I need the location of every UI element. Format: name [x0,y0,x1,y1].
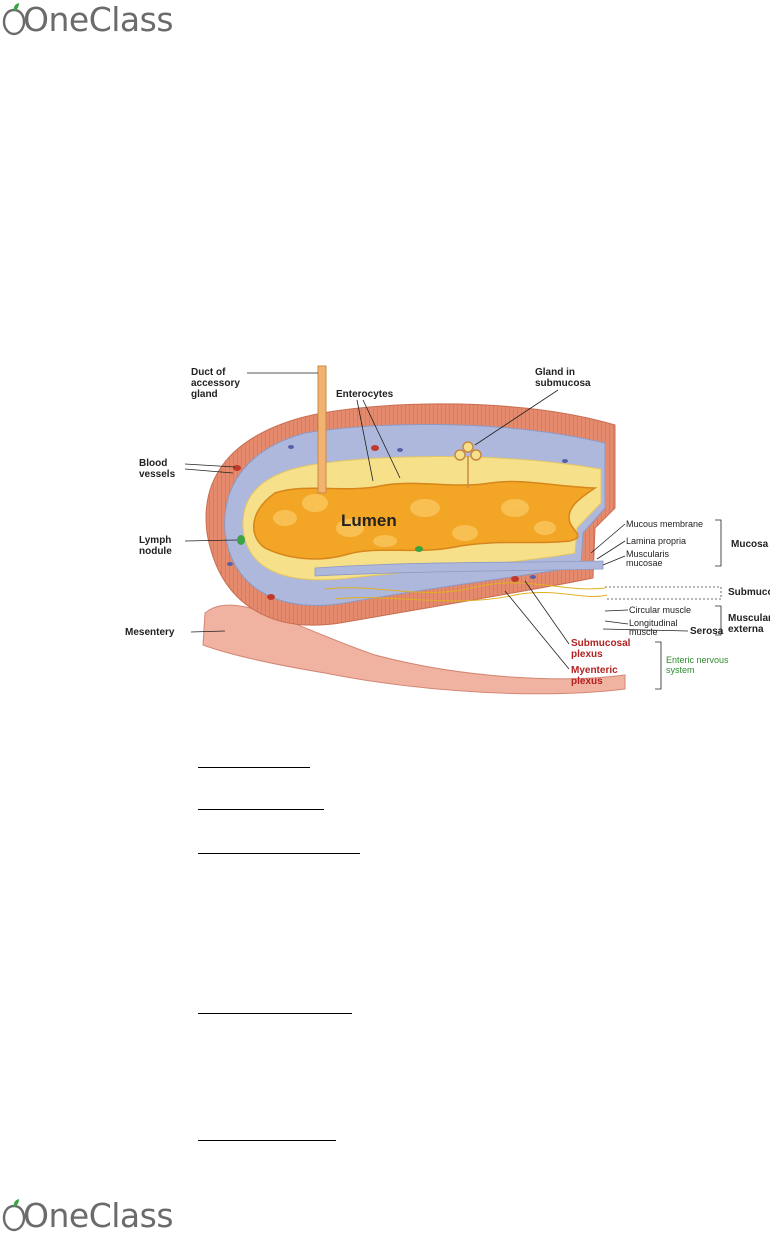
label-mucous-membrane: Mucous membrane [626,519,703,529]
label-lymph-line1: Lymph [139,535,171,546]
label-longitudinal-line1: Longitudinal [629,618,678,628]
label-muscularis-externa-line1: Muscularis [728,613,770,624]
label-blood-line1: Blood [139,458,167,469]
label-myenteric-plexus-line2: plexus [571,676,603,687]
apple-leaf-icon [2,1199,26,1232]
label-duct-line2: accessory [191,378,240,389]
label-enterocytes: Enterocytes [336,389,394,400]
blood-vessel-dots [227,445,568,600]
label-gland-line1: Gland in [535,367,575,378]
label-lamina-propria: Lamina propria [626,536,686,546]
label-circular-muscle: Circular muscle [629,605,691,615]
blank-line-1 [198,766,310,768]
mesentery-shape [202,604,626,695]
enteric-plexus-lines [324,582,608,602]
digestive-tract-diagram: Duct of accessory gland Enterocytes Glan… [125,365,770,695]
label-mucosa: Mucosa [731,539,769,550]
blank-line-6 [198,1139,336,1141]
oneclass-logo: OneClass [2,0,174,39]
leader-lines [184,372,722,690]
label-duct-line1: Duct of [191,367,226,378]
label-enteric-line2: system [666,665,695,675]
brand-name: OneClass [23,0,174,39]
brand-name-footer: OneClass [23,1195,174,1235]
blank-line-3 [198,852,360,854]
blank-line-5 [198,1012,352,1014]
lumen-label: Lumen [341,511,397,530]
label-myenteric-plexus-line1: Myenteric [571,665,618,676]
label-muscularis-mucosae-line2: mucosae [626,558,663,568]
oneclass-logo-footer: OneClass [2,1195,174,1235]
label-blood-line2: vessels [139,469,176,480]
label-duct-line3: gland [191,389,218,400]
label-muscularis-mucosae-line1: Muscularis [626,549,670,559]
label-serosa-right: Serosa [690,626,724,637]
label-mesentery: Mesentery [125,627,175,638]
label-lymph-line2: nodule [139,546,172,557]
label-muscularis-externa-line2: externa [728,624,764,635]
blank-line-2 [198,808,324,810]
submucosal-gland-shape [454,441,482,488]
label-submucosal-plexus-line1: Submucosal [571,638,631,649]
label-submucosa: Submucosa [728,587,770,598]
accessory-gland-duct [317,365,327,494]
label-gland-line2: submucosa [535,378,591,389]
lymph-nodule-shape [237,535,245,545]
label-enteric-line1: Enteric nervous [666,655,729,665]
label-submucosal-plexus-line2: plexus [571,649,603,660]
label-longitudinal-line2: muscle [629,627,658,637]
apple-leaf-icon [2,3,26,36]
